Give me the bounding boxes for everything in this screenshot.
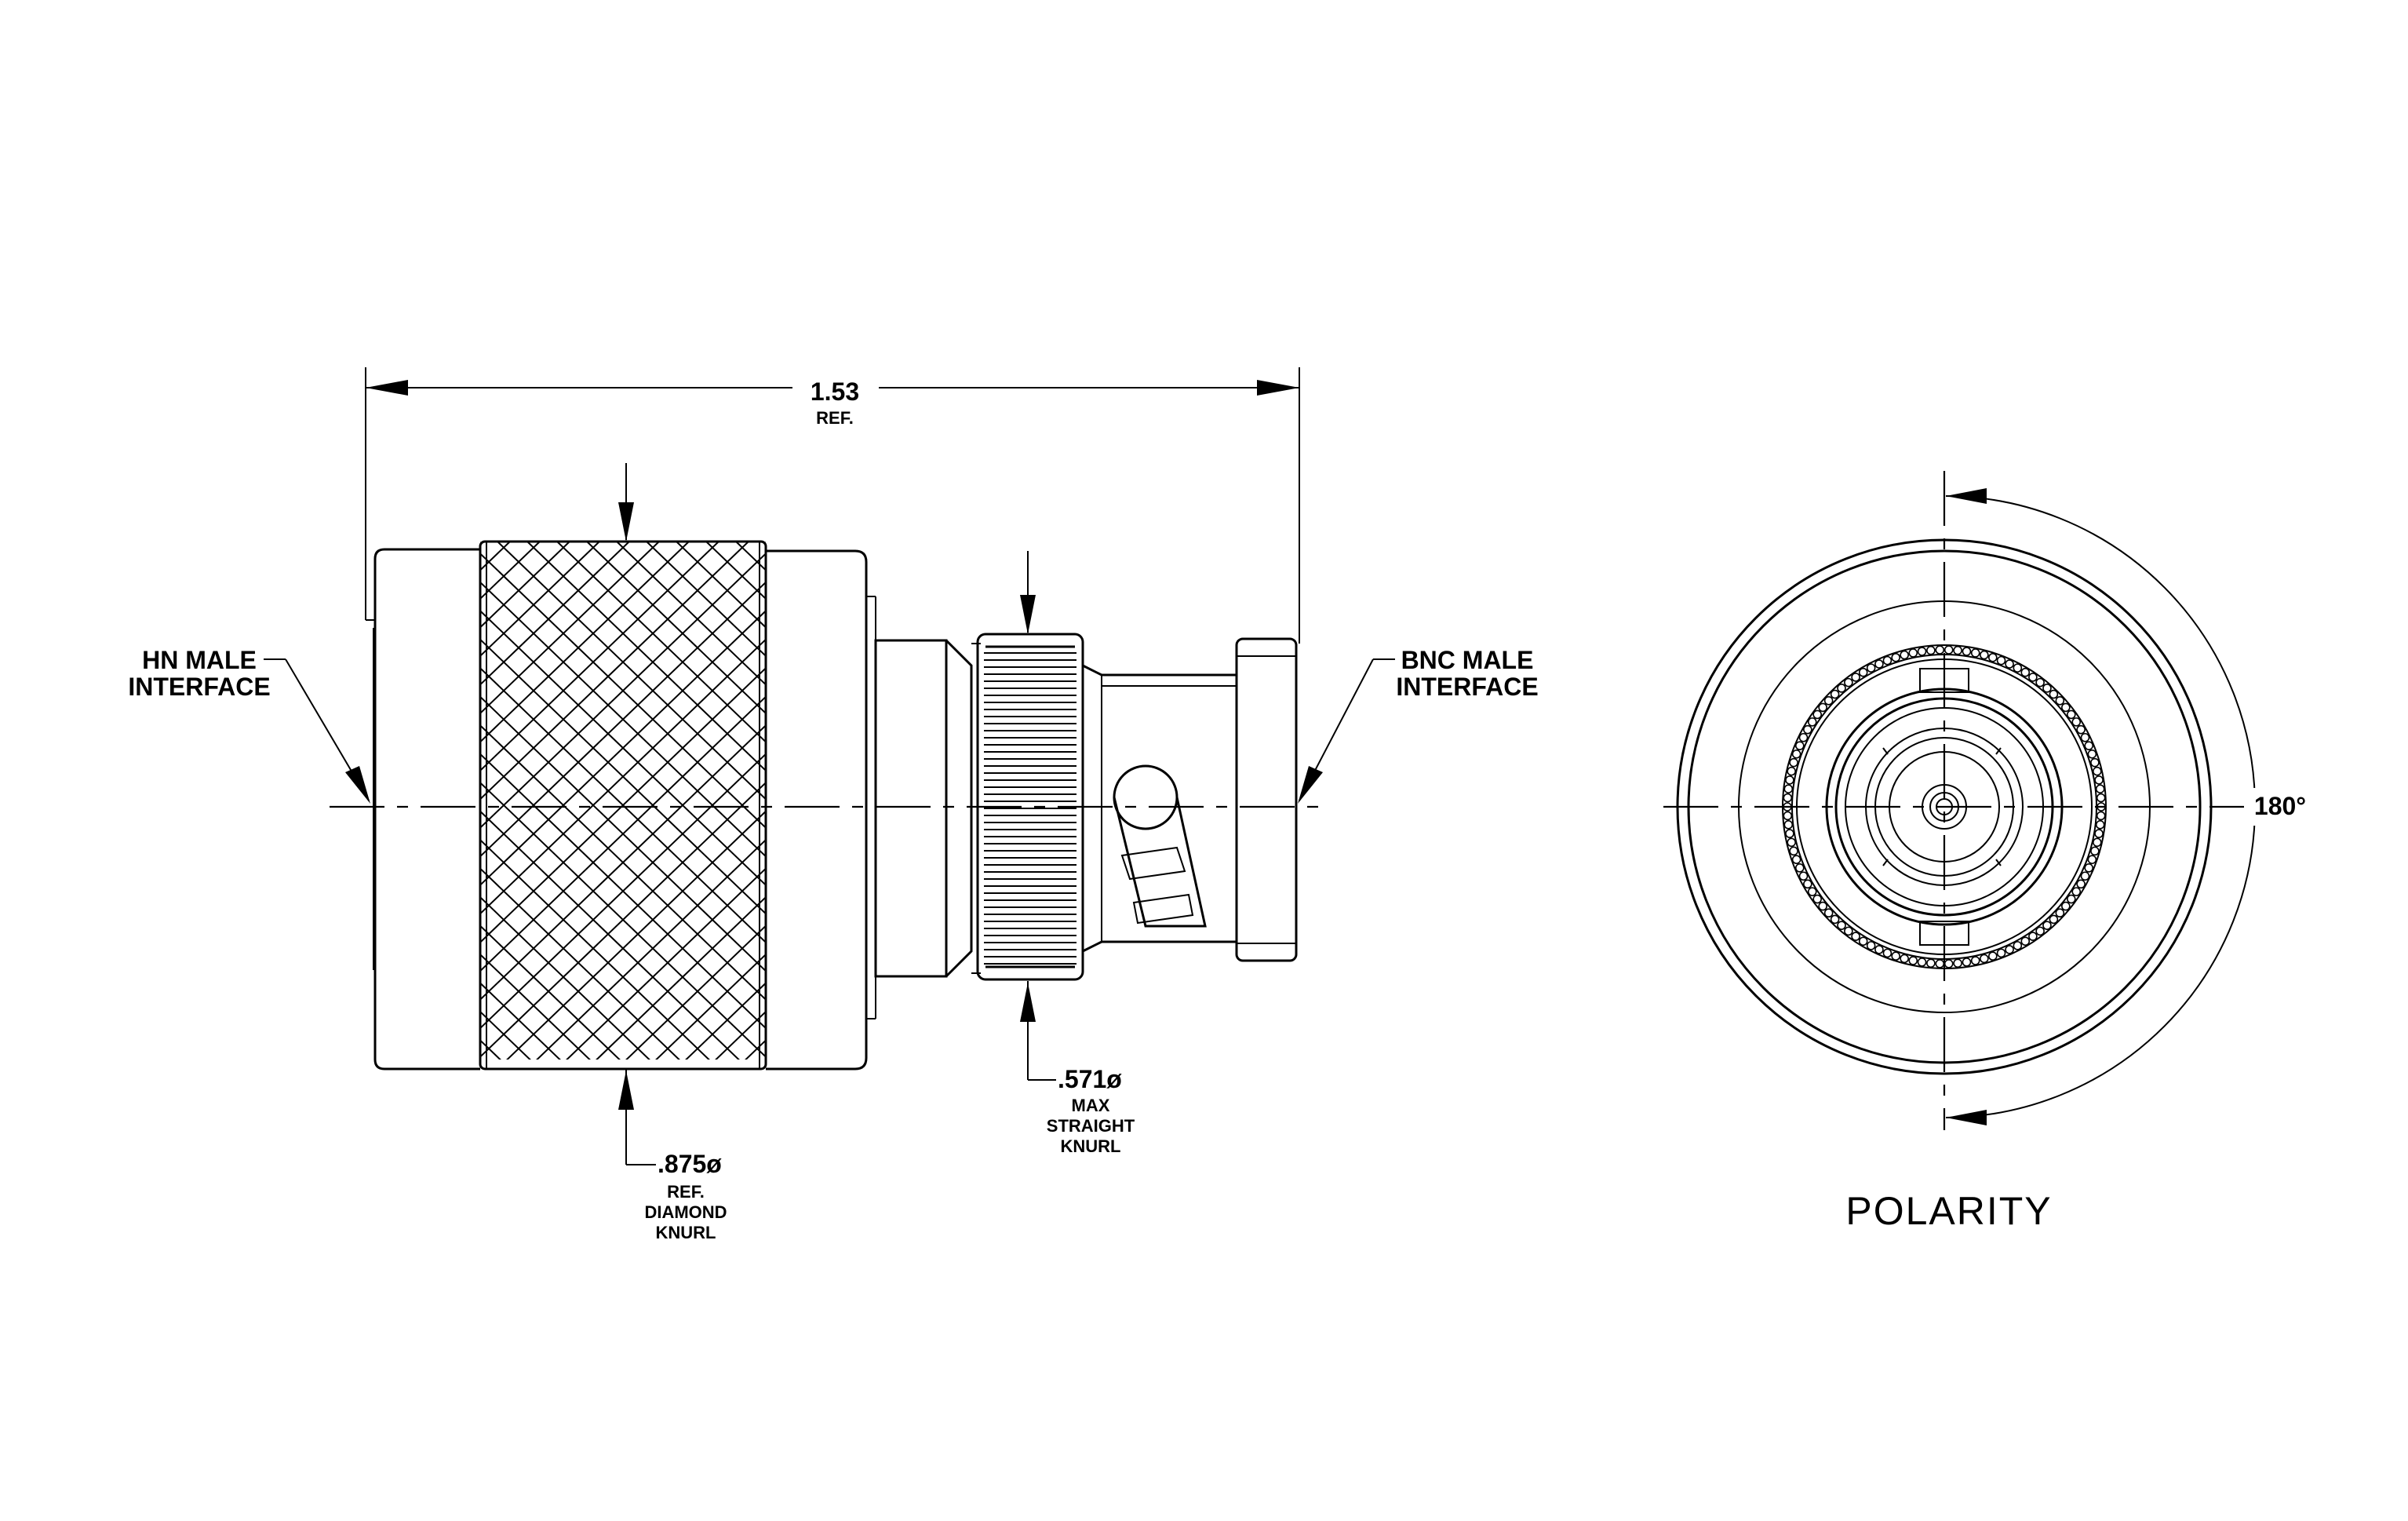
bnc-interface-label-2: INTERFACE	[1396, 673, 1538, 701]
end-view: 180°	[1663, 471, 2307, 1130]
bnc-interface-callout: BNC MALE INTERFACE	[1298, 646, 1539, 804]
end-view-knurl	[1783, 645, 2106, 968]
diamond-knurl-note-2: DIAMOND	[644, 1202, 727, 1222]
overall-length-value: 1.53	[811, 378, 859, 406]
diamond-knurl-note-3: KNURL	[656, 1223, 716, 1242]
diamond-knurl-pattern	[480, 542, 766, 1060]
diamond-knurl-callout: .875ø REF. DIAMOND KNURL	[644, 1150, 727, 1242]
straight-knurl-callout: .571ø MAX STRAIGHT KNURL	[1047, 1065, 1135, 1156]
straight-knurl-note-1: MAX	[1072, 1096, 1110, 1115]
straight-knurl-note-2: STRAIGHT	[1047, 1116, 1135, 1136]
polarity-angle: 180°	[2254, 792, 2306, 820]
overall-length-note: REF.	[816, 408, 854, 428]
knurl-diameter-arrows	[618, 463, 1056, 1165]
straight-knurl-pattern	[984, 652, 1076, 965]
bnc-interface-label-1: BNC MALE	[1401, 646, 1534, 674]
diamond-knurl-diameter: .875ø	[658, 1150, 722, 1178]
hn-interface-label-1: HN MALE	[142, 646, 257, 674]
straight-knurl-diameter: .571ø	[1058, 1065, 1122, 1093]
hn-interface-callout: HN MALE INTERFACE	[128, 646, 370, 804]
adapter-side-view	[330, 540, 1318, 1071]
diamond-knurl-note-1: REF.	[667, 1182, 705, 1202]
hn-interface-label-2: INTERFACE	[128, 673, 270, 701]
overall-length-dimension: 1.53 REF.	[365, 367, 1300, 644]
straight-knurl-note-3: KNURL	[1061, 1136, 1121, 1156]
polarity-title: POLARITY	[1845, 1189, 2052, 1233]
